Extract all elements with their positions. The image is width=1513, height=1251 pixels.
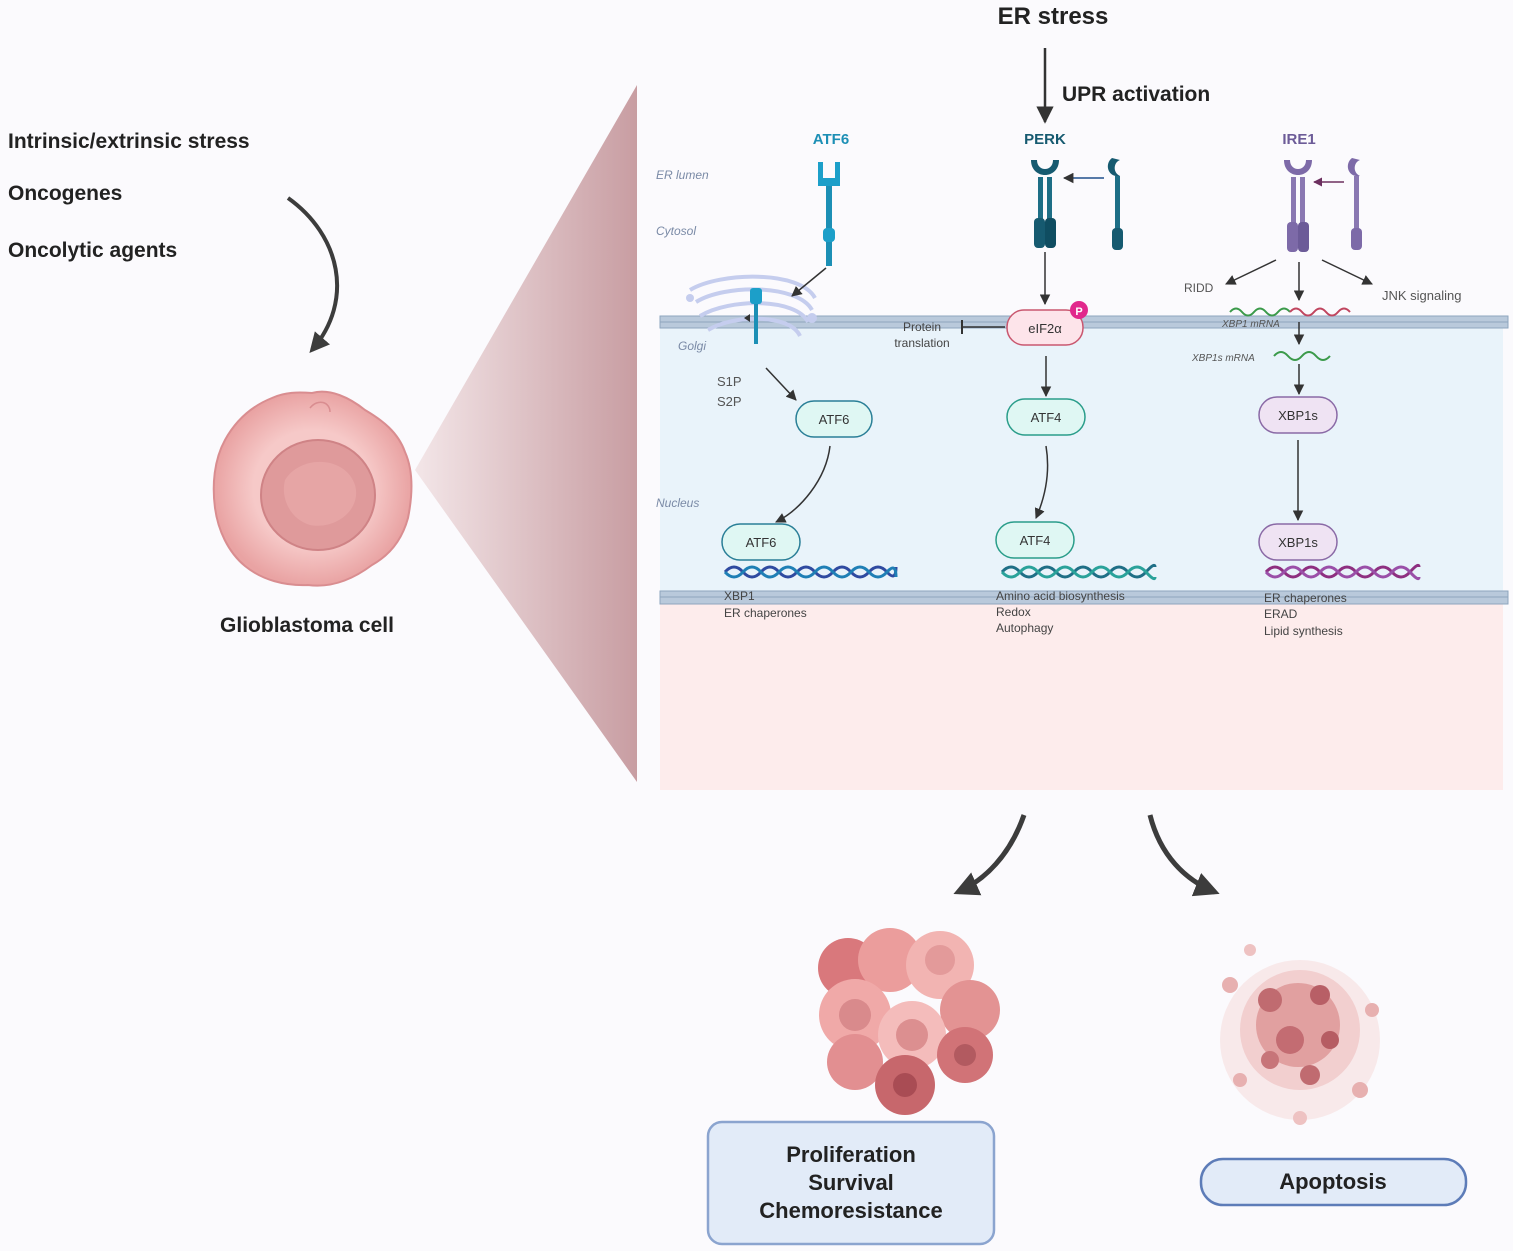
xbp1s-mrna-wave [1273, 351, 1331, 361]
atf6-dna [723, 565, 898, 579]
eif2a-box [1006, 309, 1084, 346]
xbp1-mrna-label: XBP1 mRNA [1221, 319, 1280, 330]
atf6-sensor-label: ATF6 [813, 131, 849, 148]
ire1-sensor-label: IRE1 [1282, 131, 1315, 148]
zoom-wedge [415, 85, 637, 782]
phospho-badge [1070, 301, 1088, 319]
apoptotic-cells-cluster [1220, 944, 1380, 1125]
survival-outcome-box [706, 1120, 996, 1246]
xbp1s-target-erad: ERAD [1264, 607, 1298, 621]
atf4-nuclear-label: ATF4 [1020, 533, 1051, 548]
atf4-target-autophagy: Autophagy [996, 621, 1053, 635]
outcome-chemoresistance: Chemoresistance [759, 1198, 942, 1223]
title-er-stress: ER stress [998, 3, 1109, 30]
atf6-nuclear-arrow [775, 445, 831, 523]
ire1-dimer [1284, 160, 1312, 252]
jnk-label: JNK signaling [1382, 288, 1462, 303]
atf4-target-redox: Redox [996, 605, 1031, 619]
phospho-label: P [1075, 306, 1082, 318]
atf6-cytosolic-box [795, 400, 873, 438]
atf6-cytosolic-label: ATF6 [819, 412, 850, 427]
golgi-apparatus [686, 274, 817, 344]
xbp1s-target-chaperones: ER chaperones [1264, 591, 1347, 605]
nucleus-region [660, 604, 1503, 790]
er-lumen-label: ER lumen [656, 168, 709, 182]
atf4-cytosolic-box [1006, 398, 1086, 436]
upr-activation-label: UPR activation [1062, 83, 1210, 106]
ire1-ridd-arrow [1225, 259, 1277, 285]
stressor-arrow [286, 196, 340, 354]
proliferating-cells-cluster [818, 928, 1000, 1115]
xbp1s-mrna-label: XBP1s mRNA [1191, 353, 1255, 364]
cell-label: Glioblastoma cell [220, 614, 394, 637]
xbp1s-dna [1264, 563, 1421, 581]
atf6-receptor [818, 162, 840, 266]
atf6-nuclear-box [721, 523, 801, 561]
perk-dimer [1031, 160, 1059, 248]
eif2a-label: eIF2α [1028, 321, 1062, 336]
ridd-label: RIDD [1184, 281, 1214, 295]
s1p-label: S1P [717, 374, 742, 389]
apoptosis-outcome-arrow [1147, 814, 1220, 897]
cytoplasm-region [660, 322, 1503, 592]
atf6-target-xbp1: XBP1 [724, 589, 755, 603]
xbp1-mrna-wave [1229, 307, 1351, 317]
glioblastoma-cell [212, 390, 413, 587]
survival-outcome-arrow [953, 814, 1027, 896]
xbp1s-cytosolic-box [1258, 396, 1338, 434]
translation-label-2: translation [894, 336, 949, 350]
outcome-proliferation: Proliferation [786, 1142, 916, 1167]
ire1-jnk-arrow [1321, 259, 1373, 285]
cytosol-label: Cytosol [656, 224, 696, 238]
atf6-target-chaperones: ER chaperones [724, 606, 807, 620]
outcome-survival: Survival [808, 1170, 894, 1195]
xbp1s-target-lipid: Lipid synthesis [1264, 624, 1343, 638]
atf4-dna [1000, 563, 1157, 581]
atf4-target-amino: Amino acid biosynthesis [996, 589, 1125, 603]
perk-sensor-label: PERK [1024, 131, 1066, 148]
golgi-to-atf6-arrow [765, 367, 797, 401]
xbp1s-nuclear-label: XBP1s [1278, 535, 1318, 550]
cell-panel [659, 95, 1509, 790]
perk-monomer [1107, 158, 1123, 250]
xbp1s-nuclear-box [1258, 523, 1338, 561]
s2p-label: S2P [717, 394, 742, 409]
atf4-cytosolic-label: ATF4 [1031, 410, 1062, 425]
nucleus-label: Nucleus [656, 496, 699, 510]
golgi-label: Golgi [678, 339, 706, 353]
atf6-nuclear-label: ATF6 [746, 535, 777, 550]
stressor-oncolytic: Oncolytic agents [8, 239, 177, 262]
atf6-to-golgi-arrow [791, 267, 827, 297]
stressor-intrinsic: Intrinsic/extrinsic stress [8, 130, 250, 153]
apoptosis-outcome-box [1199, 1157, 1468, 1207]
ire1-monomer [1347, 158, 1362, 250]
translation-label-1: Protein [903, 320, 941, 334]
atf4-nuclear-arrow [1034, 445, 1049, 519]
stressor-oncogenes: Oncogenes [8, 182, 122, 205]
outcome-apoptosis: Apoptosis [1279, 1169, 1387, 1194]
xbp1s-cytosolic-label: XBP1s [1278, 408, 1318, 423]
atf4-nuclear-box [995, 521, 1075, 559]
